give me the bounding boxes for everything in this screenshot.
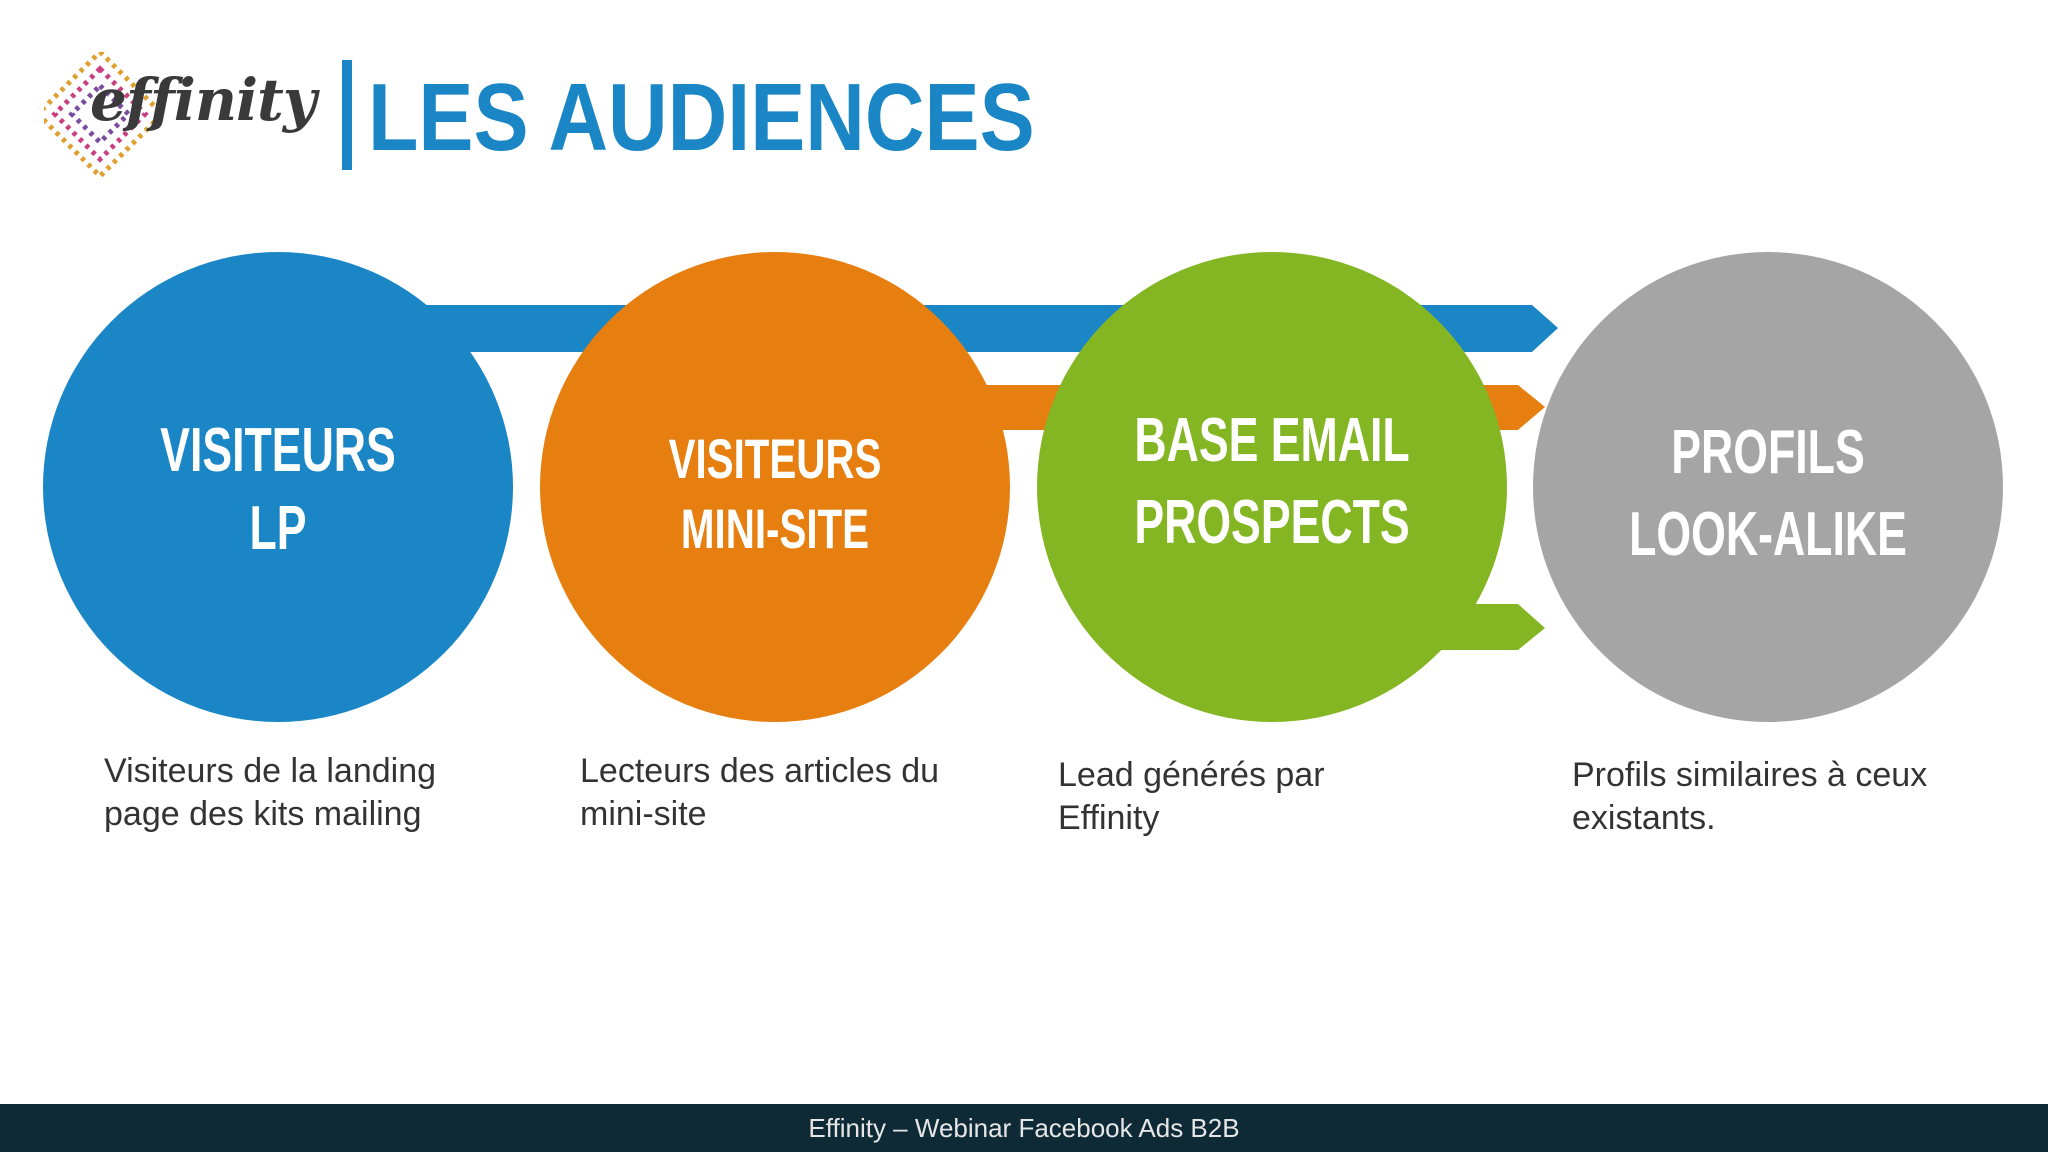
description-4-line1: Profils similaires à ceux: [1572, 756, 1928, 794]
circle-label-1: VISITEURS LP: [78, 412, 478, 568]
description-visiteurs-lp: Visiteurs de la landing page des kits ma…: [104, 750, 504, 836]
footer-bar: Effinity – Webinar Facebook Ads B2B: [0, 1104, 2048, 1152]
circle-label-3: BASE EMAIL PROSPECTS: [1072, 400, 1472, 564]
page-title: LES AUDIENCES: [368, 64, 1035, 171]
circle-label-1-line2: LP: [249, 494, 307, 563]
circle-label-2: VISITEURS MINI-SITE: [575, 424, 975, 564]
description-2-line2: mini-site: [580, 795, 707, 833]
description-1-line2: page des kits mailing: [104, 795, 422, 833]
description-4-line2: existants.: [1572, 799, 1716, 837]
circle-label-2-line1: VISITEURS: [668, 427, 882, 490]
description-base-email-prospects: Lead générés par Effinity: [1058, 754, 1458, 840]
circle-label-4-line1: PROFILS: [1671, 418, 1865, 487]
description-3-line2: Effinity: [1058, 799, 1160, 837]
description-1-line1: Visiteurs de la landing: [104, 752, 437, 790]
circle-label-4: PROFILS LOOK-ALIKE: [1568, 412, 1968, 576]
circle-base-email-prospects: [1037, 252, 1507, 722]
effinity-logo: effinity: [34, 48, 317, 182]
circle-visiteurs-lp: [43, 252, 513, 722]
description-2-line1: Lecteurs des articles du: [580, 752, 940, 790]
circle-label-4-line2: LOOK-ALIKE: [1629, 500, 1907, 569]
circle-label-3-line1: BASE EMAIL: [1134, 406, 1410, 475]
diamond-pattern-icon: [34, 48, 166, 180]
description-profils-look-alike: Profils similaires à ceux existants.: [1572, 754, 1972, 840]
circle-label-3-line2: PROSPECTS: [1134, 488, 1410, 557]
circle-profils-look-alike: [1533, 252, 2003, 722]
footer-text: Effinity – Webinar Facebook Ads B2B: [808, 1113, 1240, 1143]
description-3-line1: Lead générés par: [1058, 756, 1325, 794]
title-divider: [342, 60, 352, 170]
circle-label-1-line1: VISITEURS: [160, 416, 396, 485]
circle-label-2-line2: MINI-SITE: [680, 497, 870, 560]
circle-visiteurs-mini-site: [540, 252, 1010, 722]
logo-wordmark: effinity: [90, 66, 317, 134]
description-visiteurs-mini-site: Lecteurs des articles du mini-site: [580, 750, 980, 836]
